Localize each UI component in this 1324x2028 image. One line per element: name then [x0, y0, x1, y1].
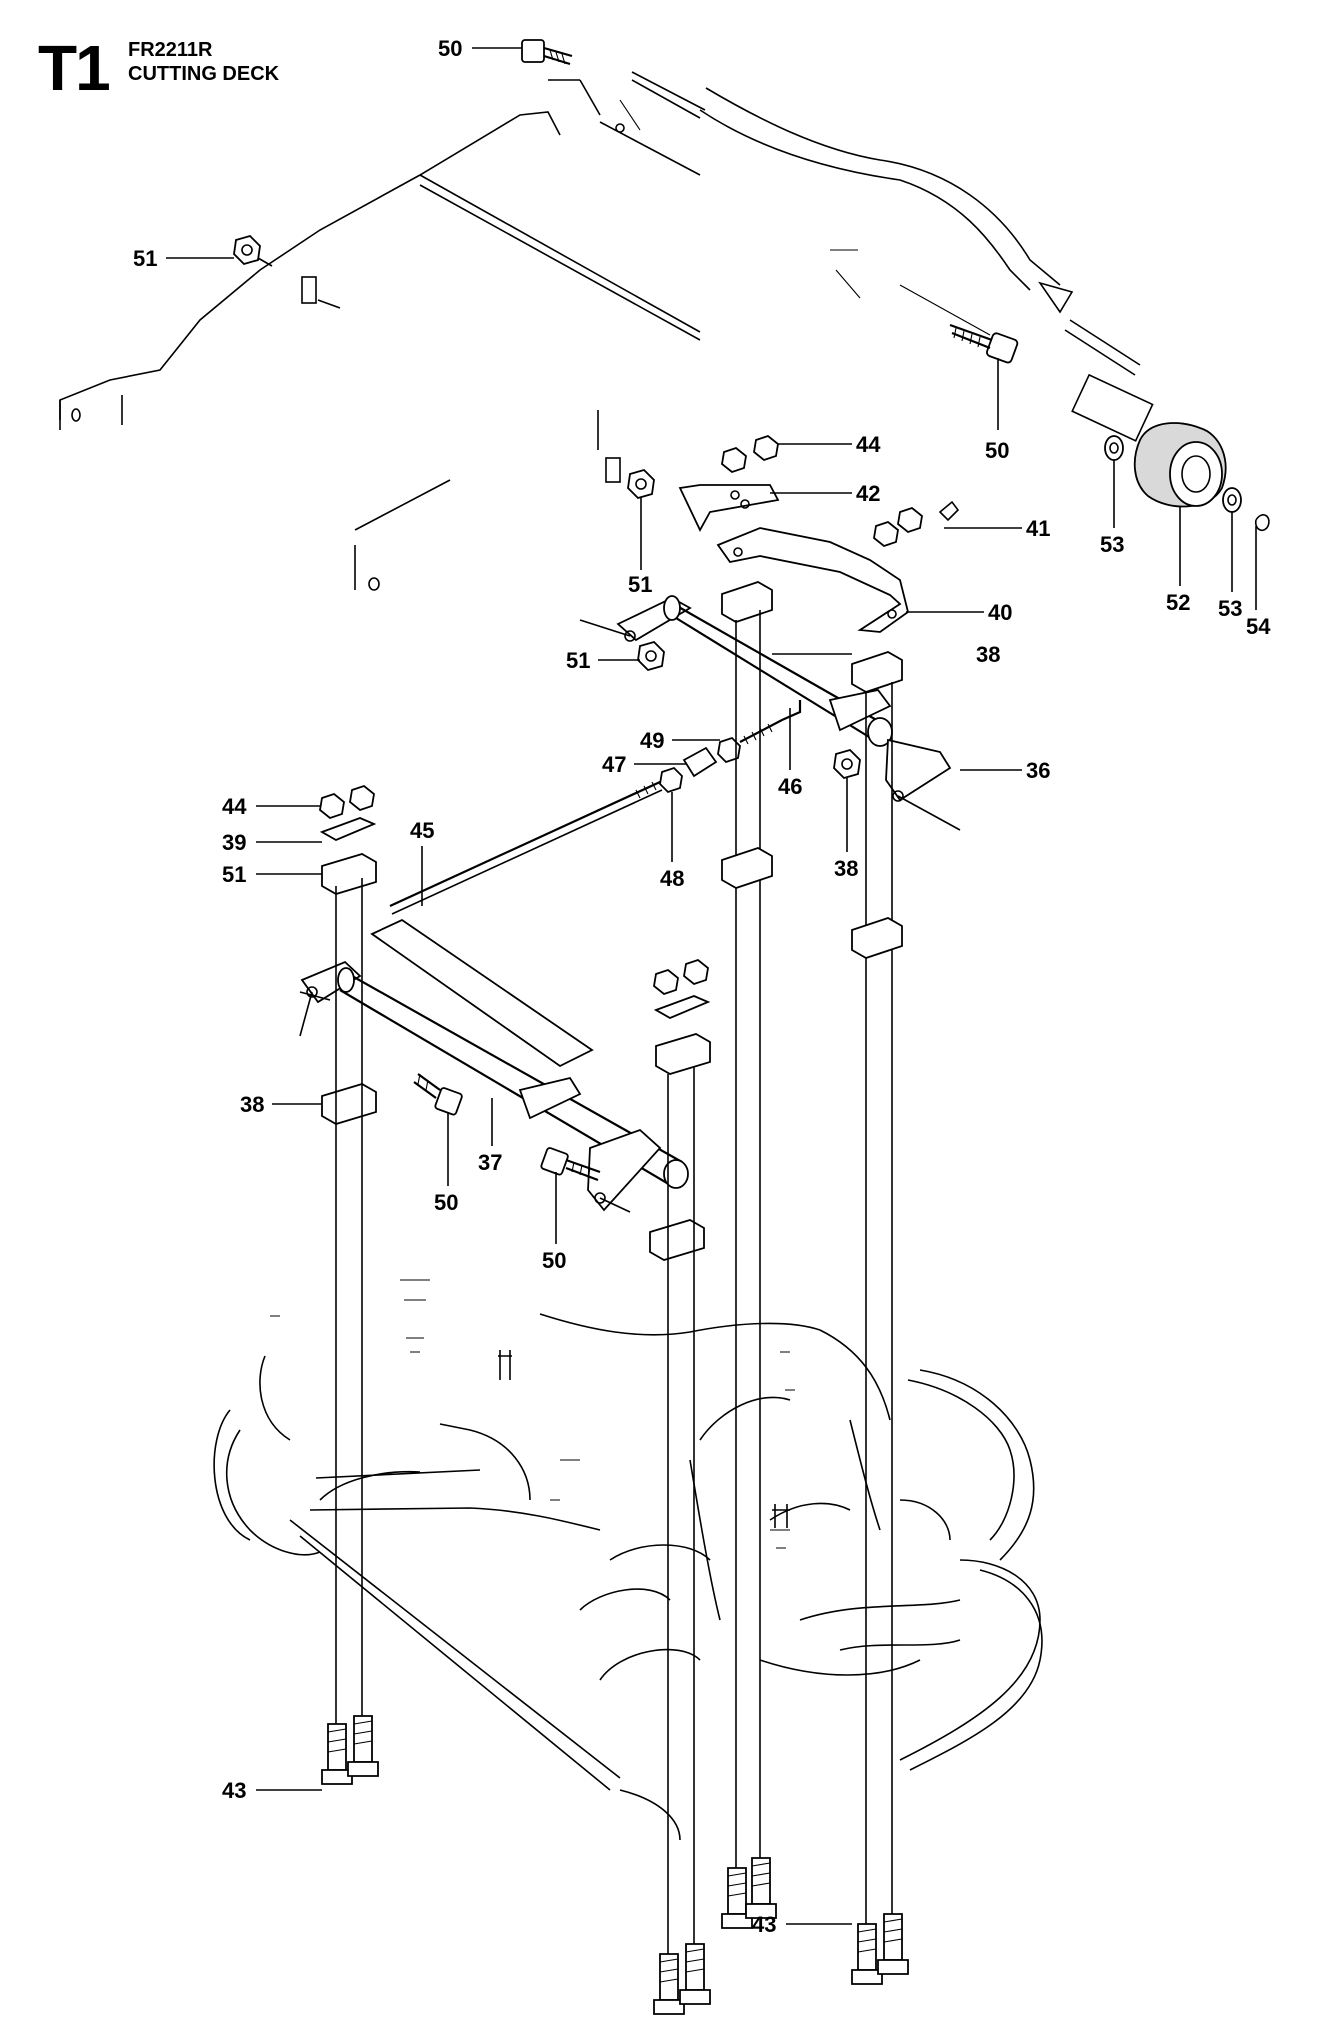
callout-44: 44: [222, 794, 247, 819]
model-number: FR2211R: [128, 39, 213, 61]
callout-47: 47: [602, 752, 626, 777]
bolts-50-lower: [413, 1073, 601, 1182]
callout-46: 46: [778, 774, 802, 799]
bolt-50-right: [949, 323, 1019, 364]
callout-38: 38: [240, 1092, 264, 1117]
callout-50: 50: [438, 36, 462, 61]
middle-block-stack: [649, 958, 711, 1261]
callout-50: 50: [434, 1190, 458, 1215]
bolt-50-top: [521, 39, 601, 116]
section-title: CUTTING DECK: [128, 63, 280, 85]
callout-leaders: [166, 47, 1257, 1925]
chassis-frame: [59, 99, 701, 591]
callout-51: 51: [133, 246, 157, 271]
block-38-upper: [721, 581, 903, 693]
bolts-43: [321, 1715, 909, 2015]
cutting-deck-housing: [213, 1279, 1043, 1841]
section-code: T1: [38, 32, 111, 104]
callout-54: 54: [1246, 614, 1271, 639]
plate-40: [716, 500, 960, 633]
callout-51: 51: [628, 572, 652, 597]
callout-45: 45: [410, 818, 434, 843]
callout-36: 36: [1026, 758, 1050, 783]
vertical-rods: [335, 610, 903, 1972]
lower-shaft-37: [299, 918, 689, 1213]
callout-39: 39: [222, 830, 246, 855]
callout-53: 53: [1100, 532, 1124, 557]
callout-38: 51: [222, 862, 246, 887]
roller-wheel-assembly: [1104, 422, 1270, 532]
callout-51: 51: [566, 648, 590, 673]
callout-42: 42: [856, 481, 880, 506]
callout-49: 49: [640, 728, 664, 753]
bracket-42: [678, 434, 780, 532]
top-axle-arm: [631, 71, 1154, 442]
callout-53: 53: [1218, 596, 1242, 621]
callout-40: 40: [988, 600, 1012, 625]
callout-44: 44: [856, 432, 881, 457]
adjustment-rod: [389, 700, 802, 915]
callout-48: 48: [660, 866, 684, 891]
nut-51-lower: [637, 640, 861, 780]
callout-37: 37: [478, 1150, 502, 1175]
callout-labels: 50 51 50 44 42 41 51 40 53 52 53 54 51 3…: [133, 36, 1271, 1937]
callout-51: 38: [834, 856, 858, 881]
callout-50: 50: [985, 438, 1009, 463]
callout-41: 41: [1026, 516, 1050, 541]
callout-50: 50: [542, 1248, 566, 1273]
callout-38: 38: [976, 642, 1000, 667]
lift-shaft-36: [579, 595, 961, 831]
left-block-stack: [319, 784, 377, 1125]
callout-43: 43: [752, 1912, 776, 1937]
nut-51-mid: [627, 468, 655, 500]
callout-43: 43: [222, 1778, 246, 1803]
nut-51-upper: [233, 234, 273, 267]
callout-52: 52: [1166, 590, 1190, 615]
